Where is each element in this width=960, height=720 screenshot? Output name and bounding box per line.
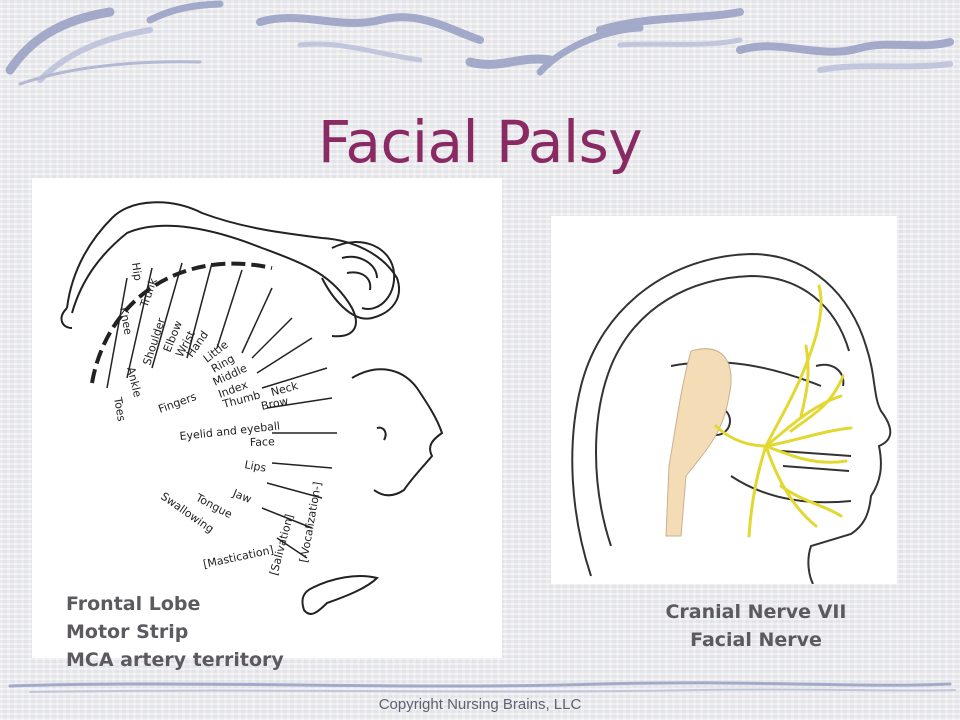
homunculus-label: Knee [117, 306, 135, 336]
footer-copyright: Copyright Nursing Brains, LLC [378, 696, 582, 713]
homunculus-label: Lips [243, 458, 267, 475]
homunculus-label: [Mastication] [202, 543, 275, 571]
left-caption-line: Frontal Lobe [66, 593, 201, 615]
facial-nerve-illustration [571, 252, 892, 585]
homunculus-label: Face [250, 435, 276, 449]
homunculus-label: Trunk [137, 276, 160, 310]
right-caption: Cranial Nerve VII Facial Nerve [600, 598, 912, 654]
homunculus-label: Fingers [157, 390, 199, 416]
homunculus-label: Toes [111, 395, 128, 422]
left-caption-line: MCA artery territory [66, 649, 284, 671]
homunculus-label: Hip [129, 262, 144, 282]
homunculus-label: Ankle [124, 366, 144, 399]
left-caption-line: Motor Strip [66, 621, 189, 643]
homunculus-label: Brow [260, 394, 290, 412]
right-caption-line: Facial Nerve [690, 629, 822, 651]
homunculus-image: Toes Ankle Knee Hip Trunk Shoulder Elbow… [32, 178, 502, 658]
homunculus-illustration: Toes Ankle Knee Hip Trunk Shoulder Elbow… [60, 201, 444, 615]
right-caption-line: Cranial Nerve VII [665, 601, 847, 623]
facial-nerve-image [551, 216, 897, 585]
left-caption: Frontal Lobe Motor Strip MCA artery terr… [66, 590, 284, 674]
homunculus-label: [-Vocalization-] [297, 481, 324, 564]
slide-title: Facial Palsy [317, 108, 643, 176]
homunculus-label: Jaw [230, 486, 253, 506]
bottom-decorative-rule [8, 681, 956, 693]
decorative-banner [5, 0, 954, 86]
